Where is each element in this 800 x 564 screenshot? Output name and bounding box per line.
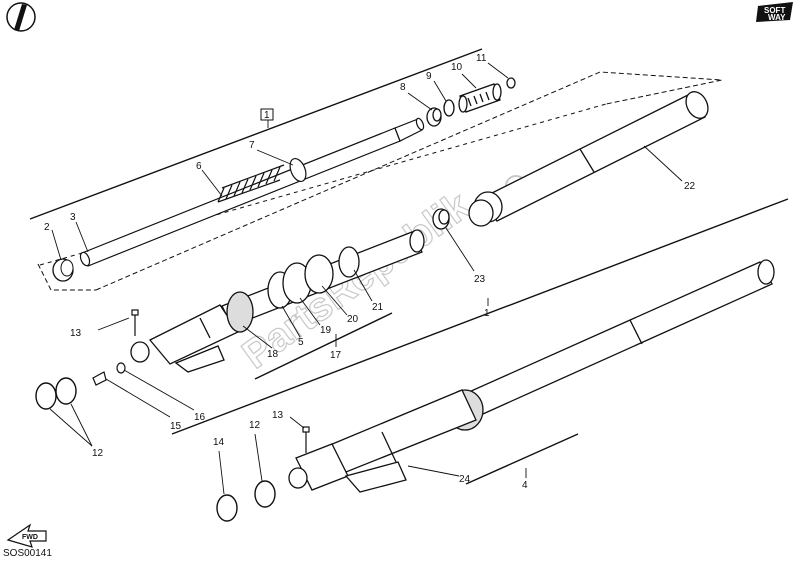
slider-middle <box>130 229 425 373</box>
callout-24: 24 <box>459 474 471 485</box>
callout-4: 4 <box>522 480 528 491</box>
callout-labels: 1 2 3 6 7 8 9 10 11 22 23 21 20 19 5 18 … <box>44 53 696 491</box>
leader-lines <box>49 62 683 495</box>
outer-tube <box>468 91 709 227</box>
callout-16: 16 <box>194 412 206 423</box>
callout-19: 19 <box>320 325 332 336</box>
callout-10: 10 <box>451 62 463 73</box>
bolt-lower <box>302 426 310 453</box>
callout-14: 14 <box>213 437 225 448</box>
svg-text:FWD: FWD <box>22 534 38 541</box>
brand-logo: SOFT WAY <box>756 2 793 22</box>
rod-collar <box>289 157 307 183</box>
callout-11: 11 <box>476 53 487 64</box>
callout-13-upper: 13 <box>70 328 82 339</box>
callout-22: 22 <box>684 181 696 192</box>
callout-2: 2 <box>44 222 50 233</box>
callout-6: 6 <box>196 161 202 172</box>
callout-3: 3 <box>70 212 76 223</box>
bushing <box>432 208 450 230</box>
screw-washer <box>92 362 126 386</box>
callout-13-lower: 13 <box>272 410 284 421</box>
clamp-lower <box>216 480 276 522</box>
callout-1: 1 <box>484 308 490 319</box>
callout-15: 15 <box>170 421 182 432</box>
svg-text:SOFT: SOFT <box>764 6 785 15</box>
callout-9: 9 <box>426 71 432 82</box>
callout-12-lower: 12 <box>249 420 261 431</box>
svg-text:WAY: WAY <box>768 13 786 22</box>
callout-20: 20 <box>347 314 359 325</box>
group-lines <box>29 48 789 485</box>
end-cap <box>52 258 74 282</box>
callout-17: 17 <box>330 350 342 361</box>
callout-5: 5 <box>298 337 304 348</box>
callout-12-left: 12 <box>92 448 104 459</box>
callout-1-box: 1 <box>264 110 270 121</box>
clamp-left <box>35 377 77 410</box>
drawing-code: SOS00141 <box>3 548 52 559</box>
fork-leg-lower <box>288 259 775 493</box>
spring <box>217 164 285 203</box>
callout-23: 23 <box>474 274 486 285</box>
bolt-upper <box>131 309 139 336</box>
callout-7: 7 <box>249 140 255 151</box>
corner-badge-icon <box>6 2 36 32</box>
callout-18: 18 <box>267 349 279 360</box>
callout-21: 21 <box>372 302 384 313</box>
forward-arrow-icon: FWD <box>6 523 47 548</box>
callout-8: 8 <box>400 82 406 93</box>
assembly-ref-box <box>260 108 274 121</box>
valve-parts <box>426 77 516 127</box>
